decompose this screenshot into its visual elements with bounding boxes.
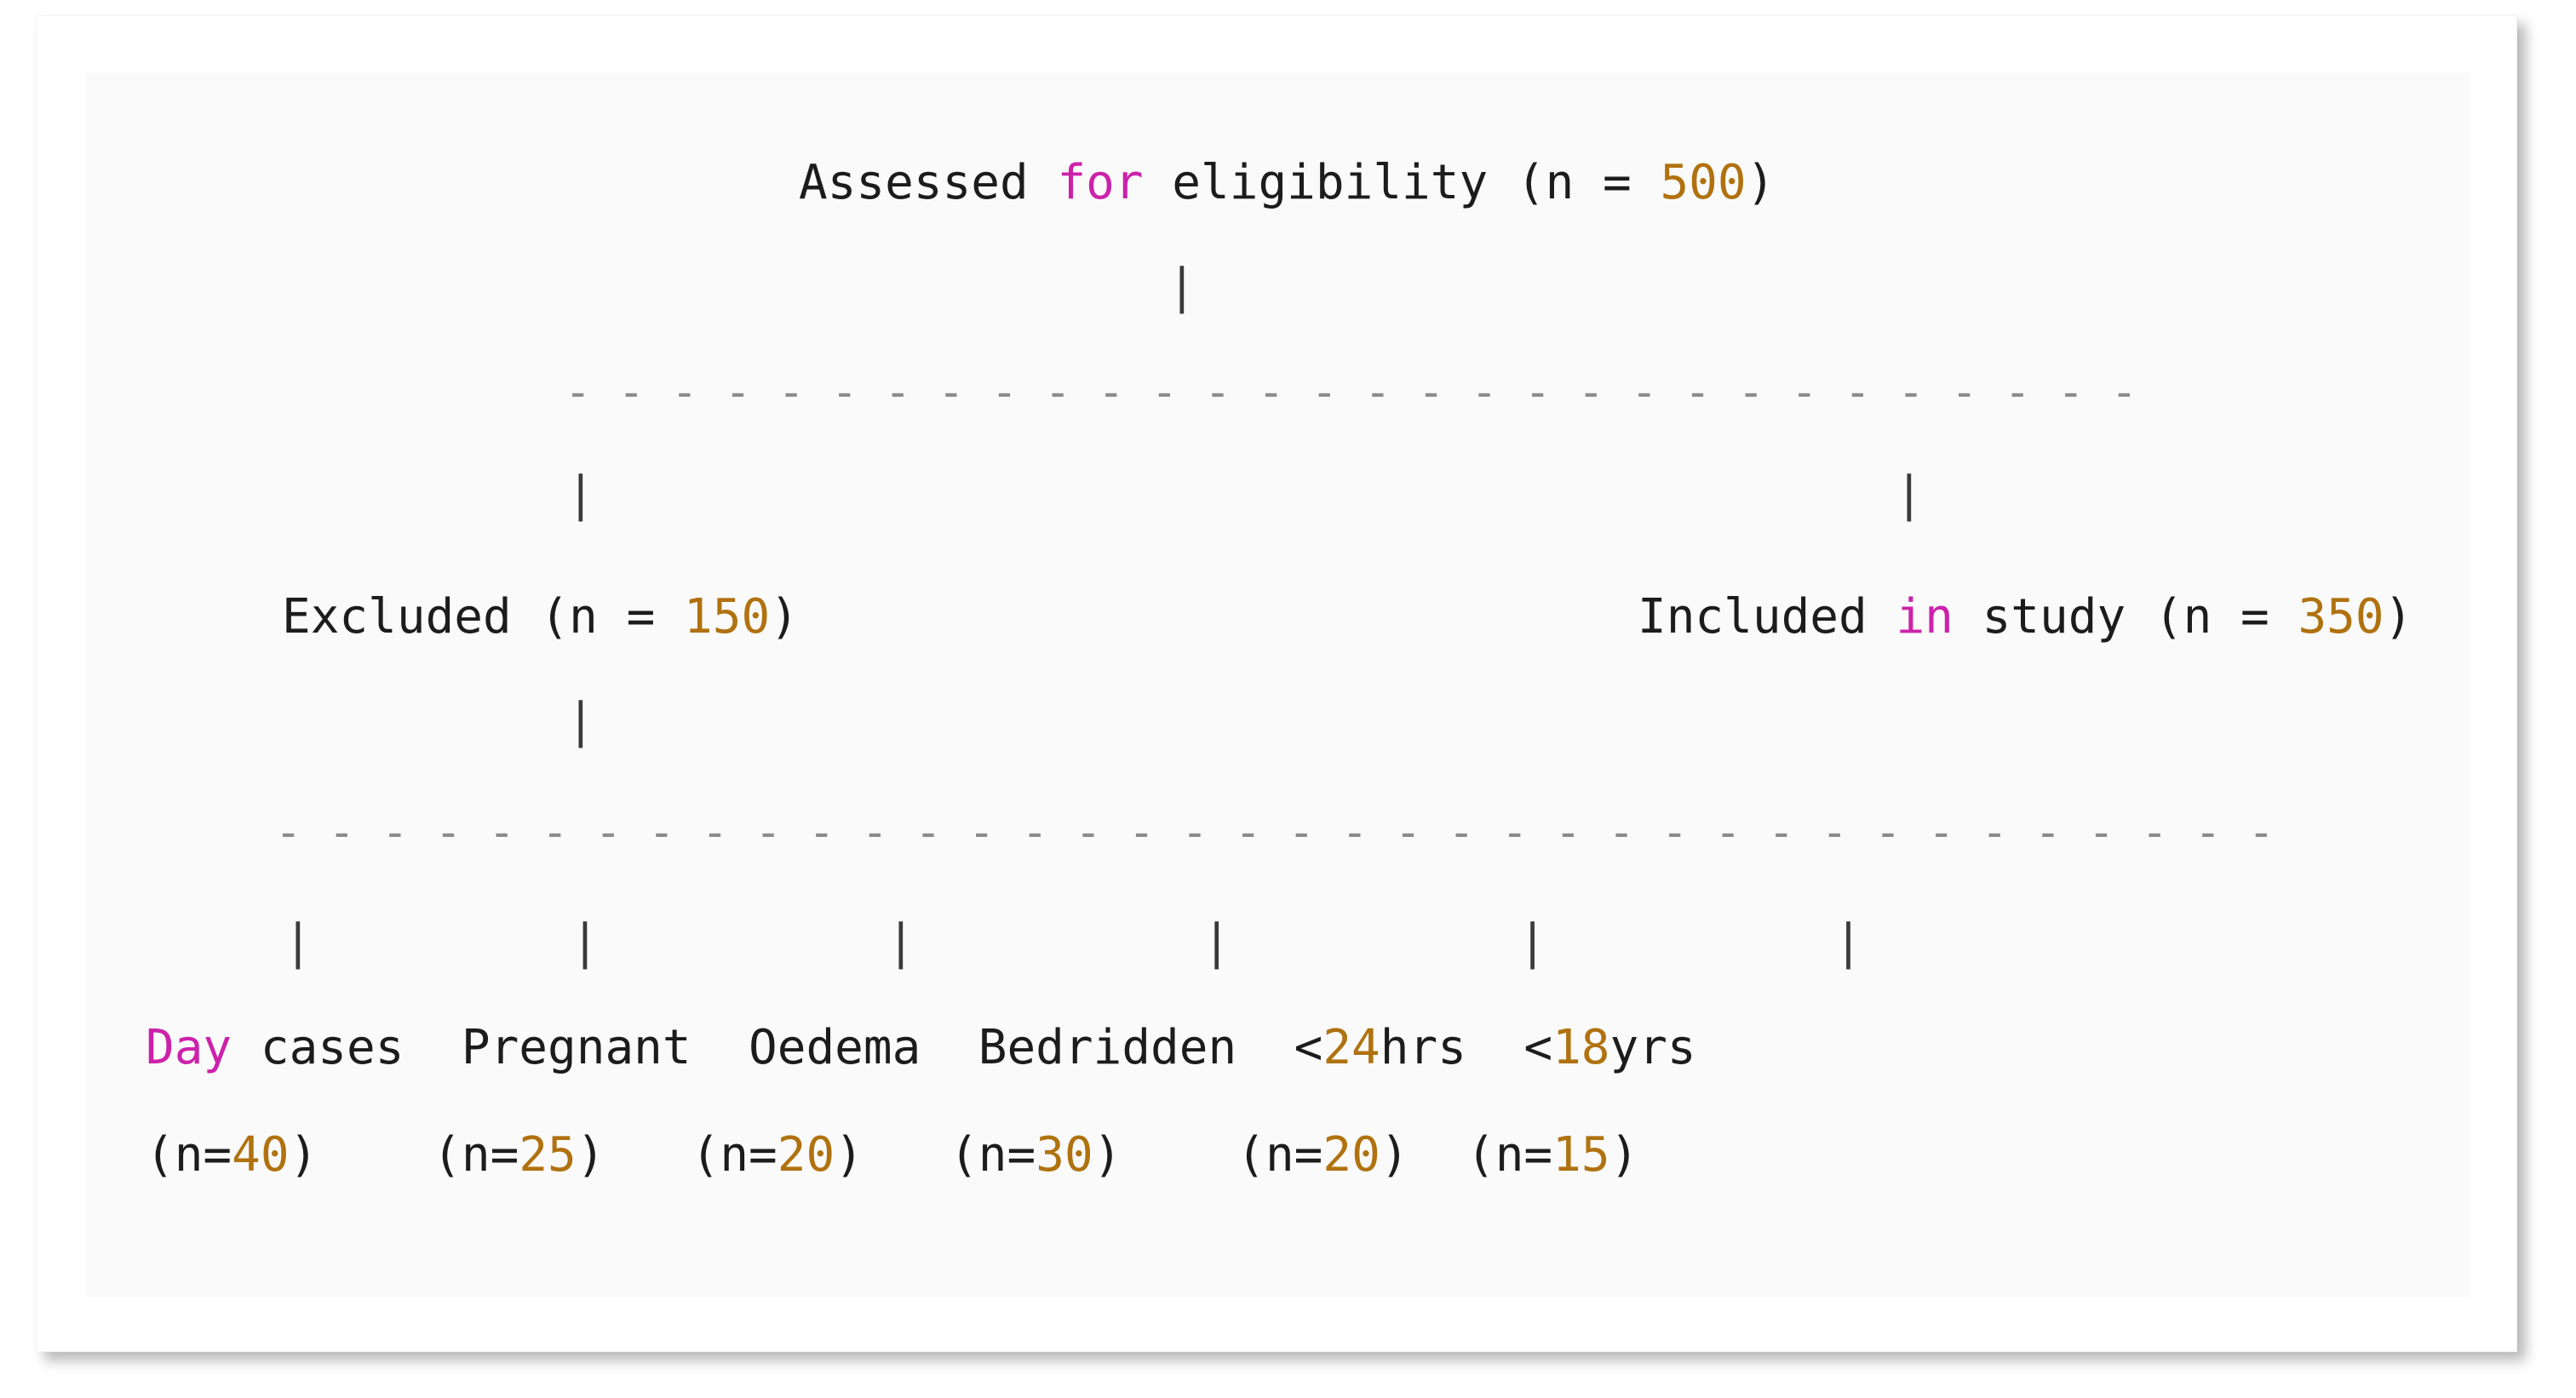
- count-close-6: ): [1609, 1127, 1639, 1183]
- node-assessed: Assessed for eligibility (n = 500): [799, 159, 1775, 207]
- node-excluded-count: 150: [684, 589, 771, 645]
- count-close-2: ): [576, 1127, 691, 1183]
- node-included-count: 350: [2298, 589, 2384, 645]
- bar-glyph: |: [566, 693, 595, 748]
- node-included-suffix: ): [2384, 589, 2413, 645]
- connector-bar-included: |: [1895, 471, 1924, 519]
- count-value-18yrs: 15: [1552, 1127, 1610, 1183]
- dash-rule-top-glyphs: - - - - - - - - - - - - - - - - - - - - …: [565, 367, 2138, 418]
- count-value-24hrs: 20: [1322, 1127, 1380, 1183]
- connector-rule-bottom: - - - - - - - - - - - - - - - - - - - - …: [275, 811, 2275, 855]
- figure-card: Assessed for eligibility (n = 500) | - -…: [36, 15, 2517, 1352]
- count-open-1: (n=: [146, 1127, 232, 1183]
- count-value-day-cases: 40: [232, 1127, 290, 1183]
- node-included-prefix: Included: [1638, 589, 1896, 645]
- node-assessed-middle: eligibility (n =: [1143, 155, 1661, 210]
- connector-bar-excluded: |: [566, 471, 595, 519]
- node-assessed-count: 500: [1660, 155, 1747, 210]
- bar-glyph: |: [566, 467, 595, 522]
- count-close-3: ): [835, 1127, 950, 1183]
- label-hrs: hrs <: [1380, 1020, 1553, 1075]
- labels-middle: cases Pregnant Oedema Bedridden <: [232, 1020, 1323, 1075]
- label-yrs: yrs: [1609, 1020, 1696, 1075]
- bar-glyph: |: [1895, 467, 1924, 522]
- label-day-keyword: Day: [146, 1020, 232, 1075]
- count-close-1: ): [289, 1127, 433, 1183]
- node-included-middle: study (n =: [1953, 589, 2298, 645]
- count-open-6: (n=: [1466, 1127, 1553, 1183]
- connector-bar-excluded-down: |: [566, 697, 595, 745]
- node-excluded: Excluded (n = 150): [282, 593, 799, 641]
- connector-rule-top: - - - - - - - - - - - - - - - - - - - - …: [565, 370, 2137, 415]
- bars-row-glyphs: | | | | | |: [284, 914, 1863, 970]
- count-open-2: (n=: [433, 1127, 519, 1183]
- count-close-5: ): [1380, 1127, 1466, 1183]
- node-assessed-suffix: ): [1746, 155, 1776, 210]
- count-open-3: (n=: [691, 1127, 777, 1183]
- count-value-pregnant: 25: [519, 1127, 577, 1183]
- connector-bars-reasons: | | | | | |: [284, 919, 1862, 966]
- count-value-oedema: 20: [777, 1127, 835, 1183]
- node-assessed-prefix: Assessed: [799, 155, 1058, 210]
- exclusion-labels-row: Day cases Pregnant Oedema Bedridden <24h…: [146, 1024, 1696, 1072]
- dash-rule-bottom-glyphs: - - - - - - - - - - - - - - - - - - - - …: [275, 807, 2275, 858]
- node-included-keyword: in: [1896, 589, 1954, 645]
- count-open-4: (n=: [950, 1127, 1036, 1183]
- count-value-bedridden: 30: [1036, 1127, 1093, 1183]
- connector-bar-root: |: [1168, 263, 1196, 311]
- node-excluded-suffix: ): [770, 589, 799, 645]
- node-assessed-keyword: for: [1057, 155, 1144, 210]
- count-close-4: ): [1093, 1127, 1237, 1183]
- bar-glyph: |: [1168, 259, 1196, 314]
- node-excluded-prefix: Excluded (n =: [282, 589, 685, 645]
- label-24-number: 24: [1322, 1020, 1380, 1075]
- node-included: Included in study (n = 350): [1638, 593, 2412, 641]
- count-open-5: (n=: [1236, 1127, 1323, 1183]
- exclusion-counts-row: (n=40) (n=25) (n=20) (n=30) (n=20) (n=15…: [146, 1132, 1638, 1179]
- figure-panel: Assessed for eligibility (n = 500) | - -…: [86, 72, 2470, 1297]
- label-18-number: 18: [1552, 1020, 1610, 1075]
